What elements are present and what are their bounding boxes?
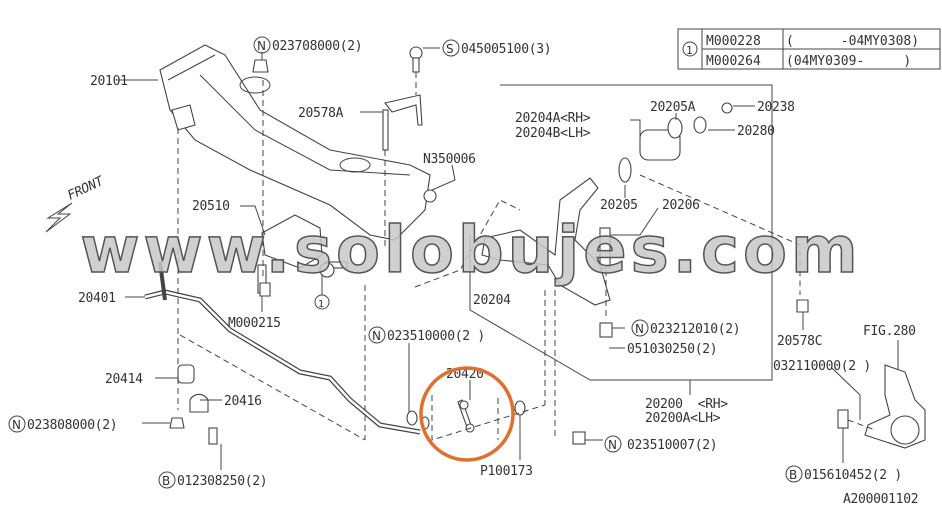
diagram-id: A200001102 xyxy=(843,492,918,507)
label-20101: 20101 xyxy=(90,74,128,89)
part-labels: 20101 023708000(2) 045005100(3) 20578A N… xyxy=(27,39,919,507)
label-FIG280: FIG.280 xyxy=(863,324,916,339)
label-20200A: 20200A<LH> xyxy=(645,411,721,426)
label-P100173: P100173 xyxy=(480,464,533,479)
table-marker: 1 xyxy=(686,44,693,57)
label-023808000: 023808000(2) xyxy=(27,418,117,433)
applicability-table: 1 M000228 ( -04MY0308) M000264 (04MY0309… xyxy=(677,28,941,70)
leader-lines xyxy=(118,47,899,470)
label-20206: 20206 xyxy=(662,198,700,213)
highlight-circle xyxy=(419,366,515,462)
label-20510: 20510 xyxy=(192,199,230,214)
table-range: ( -04MY0308) xyxy=(786,34,919,49)
callout-markers: N S 1 N N B N N B xyxy=(8,36,803,489)
marker-n: N xyxy=(372,329,381,343)
label-20200: 20200 <RH> xyxy=(645,397,728,412)
label-20205A: 20205A xyxy=(650,100,696,115)
label-045005100: 045005100(3) xyxy=(461,42,551,57)
label-20578A: 20578A xyxy=(298,106,344,121)
label-023510000: 023510000(2 ) xyxy=(387,329,485,344)
label-023212010: 023212010(2) xyxy=(650,322,740,337)
label-20414: 20414 xyxy=(105,372,143,387)
label-20416: 20416 xyxy=(224,394,262,409)
label-N350006: N350006 xyxy=(423,152,476,167)
table-range: (04MY0309- ) xyxy=(786,54,911,69)
hardware-drawings xyxy=(144,46,926,449)
marker-n: N xyxy=(257,39,266,53)
label-20401: 20401 xyxy=(78,291,116,306)
label-015610452: 015610452(2 ) xyxy=(804,468,902,483)
label-20578C: 20578C xyxy=(777,334,822,349)
label-20204B: 20204B<LH> xyxy=(515,126,591,141)
label-20280: 20280 xyxy=(737,124,775,139)
label-20204: 20204 xyxy=(473,293,511,308)
marker-n: N xyxy=(608,438,617,452)
label-20205: 20205 xyxy=(600,198,638,213)
label-051030250: 051030250(2) xyxy=(627,342,717,357)
label-012308250: 012308250(2) xyxy=(177,474,267,489)
marker-b: B xyxy=(162,474,170,488)
label-032110000: 032110000(2 ) xyxy=(773,359,871,374)
label-20204A: 20204A<RH> xyxy=(515,111,591,126)
front-label: FRONT xyxy=(65,174,107,204)
marker-n: N xyxy=(635,322,644,336)
crossmember-drawing xyxy=(159,44,431,241)
watermark: www.solobujes.com xyxy=(80,214,861,288)
marker-s: S xyxy=(446,42,454,56)
label-20238: 20238 xyxy=(757,100,795,115)
marker-1: 1 xyxy=(318,299,324,310)
label-023510007: 023510007(2) xyxy=(627,438,717,453)
label-023708000: 023708000(2) xyxy=(272,39,362,54)
table-part: M000264 xyxy=(706,54,761,69)
marker-n: N xyxy=(12,418,21,432)
label-M000215: M000215 xyxy=(228,316,281,331)
table-part: M000228 xyxy=(706,34,761,49)
marker-b: B xyxy=(789,468,797,482)
